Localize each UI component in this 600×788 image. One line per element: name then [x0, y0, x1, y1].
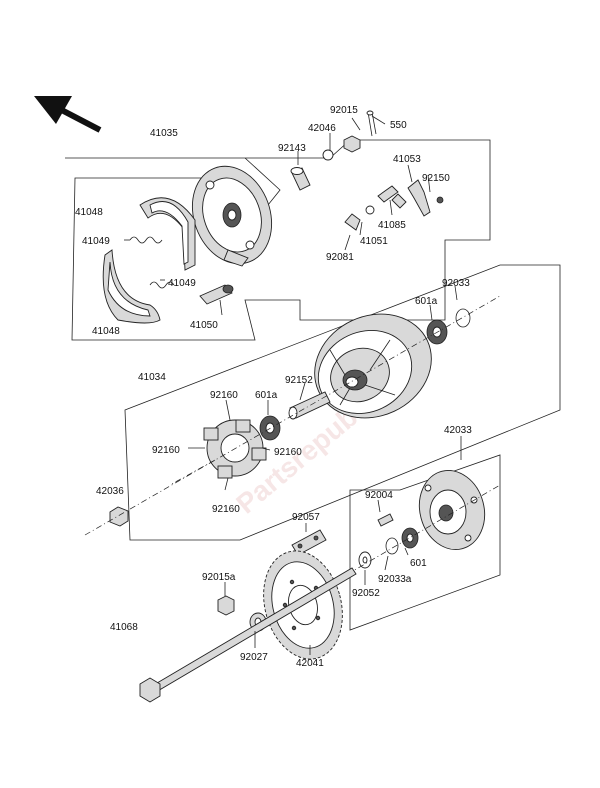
nut-92015a [217, 595, 235, 616]
brake-lever-arm [377, 179, 444, 217]
front-direction-arrow-icon [34, 96, 102, 133]
hub-group-outline [124, 264, 561, 541]
cotter-pin [366, 110, 377, 137]
label-92027: 92027 [240, 652, 268, 663]
label-41034: 41034 [138, 372, 166, 383]
label-92033a: 92033a [378, 574, 412, 585]
label-92057: 92057 [292, 512, 320, 523]
label-41048-lower: 41048 [92, 326, 120, 337]
label-92015a: 92015a [202, 572, 236, 583]
label-41051: 41051 [360, 236, 388, 247]
label-41035: 41035 [150, 128, 178, 139]
spacer-92152 [288, 391, 331, 420]
label-42041: 42041 [296, 658, 324, 669]
label-41048-upper: 41048 [75, 207, 103, 218]
bearing-601a-left [259, 415, 281, 441]
return-spring-lower [149, 281, 175, 289]
label-601: 601 [410, 558, 427, 569]
circlip-92033 [455, 308, 471, 328]
brake-shoe-upper [139, 197, 196, 271]
washer-92052 [358, 551, 372, 569]
collar-92143 [290, 167, 311, 191]
washer-small [322, 149, 334, 161]
brake-shoe-lower [102, 249, 161, 324]
circlip-92033a [385, 537, 399, 555]
wear-indicator [344, 205, 375, 231]
return-spring-upper [129, 236, 163, 244]
label-41050: 41050 [190, 320, 218, 331]
label-92160-right: 92160 [274, 447, 302, 458]
bearing-601 [401, 527, 419, 549]
label-42046: 42046 [308, 123, 336, 134]
label-41053: 41053 [393, 154, 421, 165]
sprocket-coupling [418, 470, 486, 550]
label-550: 550 [390, 120, 407, 131]
label-92160-bottom: 92160 [212, 504, 240, 515]
leader-lines [124, 115, 462, 655]
label-42036: 42036 [96, 486, 124, 497]
brake-cam [199, 284, 234, 305]
label-41085: 41085 [378, 220, 406, 231]
nut-42046 [343, 135, 361, 153]
rear-axle [139, 567, 357, 703]
hub-damper [203, 419, 267, 479]
nut-42036 [109, 506, 129, 527]
label-92081: 92081 [326, 252, 354, 263]
label-92033: 92033 [442, 278, 470, 289]
label-92160-top: 92160 [210, 390, 238, 401]
collar-92004 [377, 513, 394, 527]
label-92015: 92015 [330, 105, 358, 116]
label-92150: 92150 [422, 173, 450, 184]
label-92004: 92004 [365, 490, 393, 501]
label-41049-upper: 41049 [82, 236, 110, 247]
label-601a-left: 601a [255, 390, 278, 401]
label-41068: 41068 [110, 622, 138, 633]
chain-joint-link [291, 529, 327, 556]
label-92152: 92152 [285, 375, 313, 386]
label-41049-lower: 41049 [168, 278, 196, 289]
label-92143: 92143 [278, 143, 306, 154]
label-42033: 42033 [444, 425, 472, 436]
label-92160-left: 92160 [152, 445, 180, 456]
brake-panel [191, 165, 273, 267]
label-601a-right: 601a [415, 296, 438, 307]
rear-hub [314, 313, 432, 419]
coupling-group-outline [349, 454, 501, 631]
label-92052: 92052 [352, 588, 380, 599]
